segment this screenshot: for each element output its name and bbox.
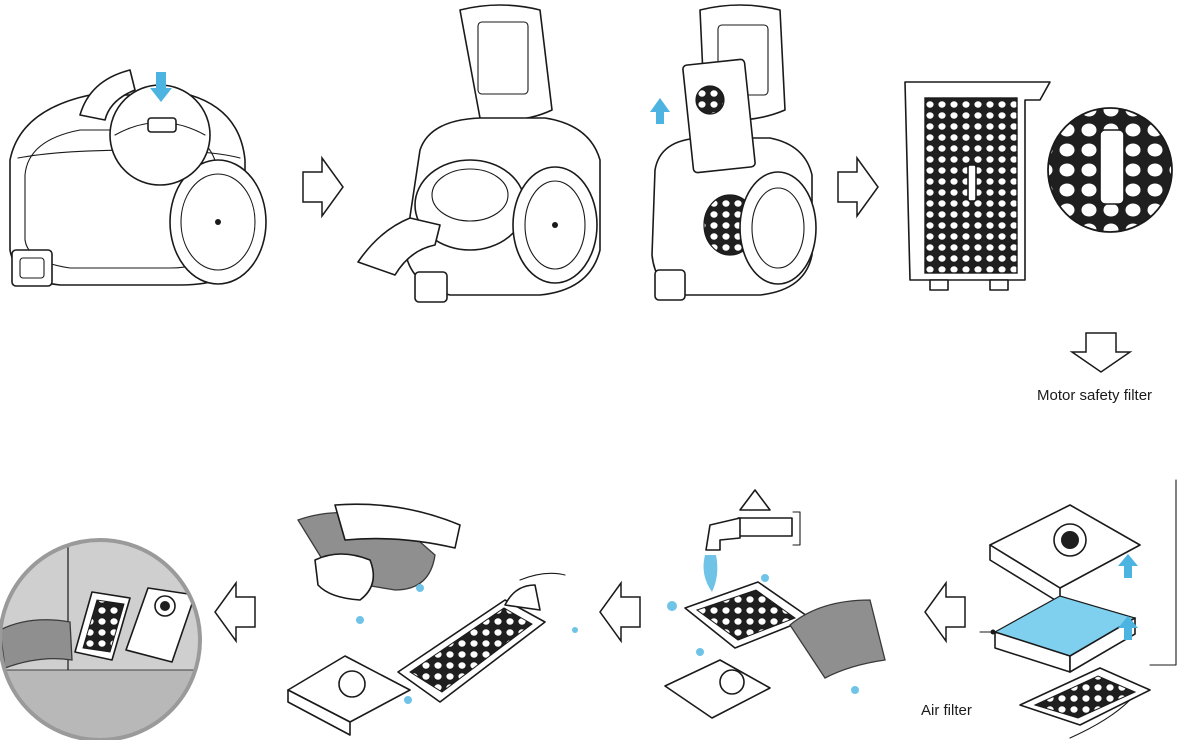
step-8-parts-drying: [0, 538, 202, 742]
air-filter-label: Air filter: [921, 702, 972, 719]
motor-safety-filter-label: Motor safety filter: [1037, 387, 1153, 404]
arrow-right-icon: [302, 155, 344, 219]
step-7-wipe-dry: [287, 503, 578, 736]
step-2-open-lid: [357, 4, 601, 303]
step-4-motor-safety-filter: [904, 81, 1173, 291]
step-5-separate-air-filter: [979, 479, 1177, 739]
arrow-left-icon: [599, 580, 641, 644]
step-3-lift-housing: [650, 4, 817, 301]
step-1-press-button: [9, 69, 267, 287]
arrow-left-icon: [924, 580, 966, 644]
arrow-left-icon: [214, 580, 256, 644]
arrow-down-icon: [1069, 332, 1133, 373]
arrow-right-icon: [837, 155, 879, 219]
step-6-rinse-under-tap: [664, 489, 886, 719]
